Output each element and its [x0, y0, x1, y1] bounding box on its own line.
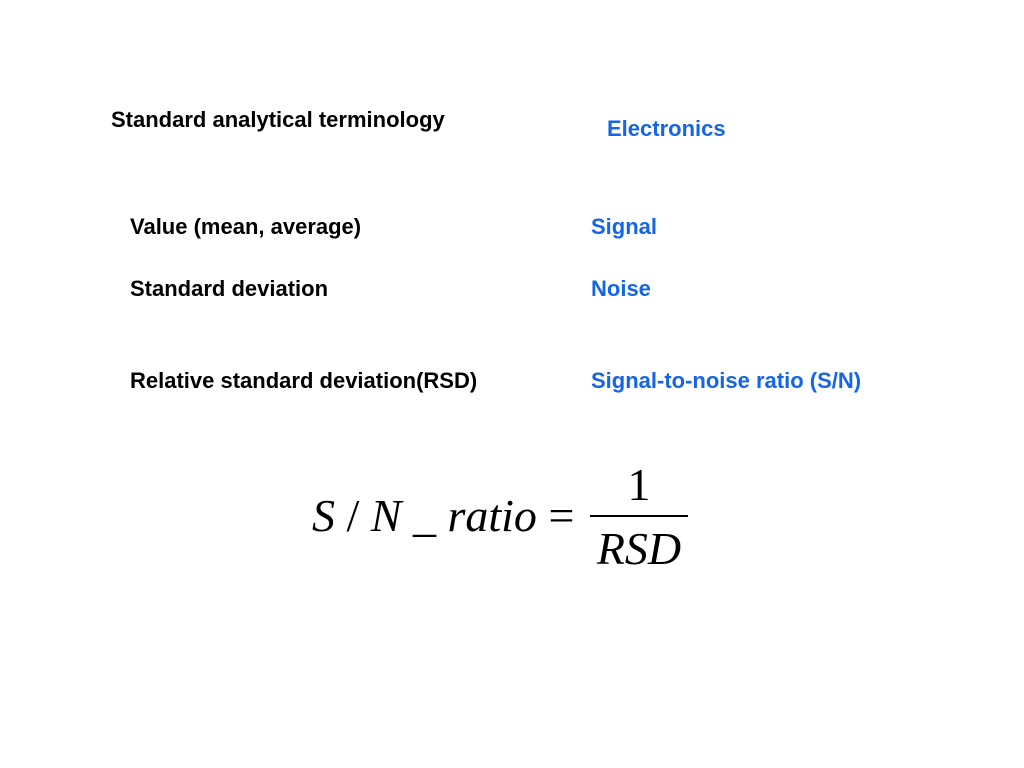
heading-electronics: Electronics [607, 116, 726, 141]
formula-slash: / [335, 490, 371, 541]
term-signal: Signal [591, 214, 658, 239]
formula-underscore: _ [401, 490, 448, 541]
formula-n: N [370, 490, 402, 541]
formula-denominator: RSD [596, 523, 682, 574]
formula-s: S [312, 490, 335, 541]
term-standard-deviation: Standard deviation [130, 276, 329, 301]
sn-ratio-formula: S / N _ ratio = 1 RSD [312, 460, 692, 580]
formula-equals: = [536, 490, 575, 541]
term-rsd: Relative standard deviation(RSD) [130, 368, 478, 393]
term-signal-to-noise: Signal-to-noise ratio (S/N) [591, 368, 862, 393]
heading-analytical-terminology: Standard analytical terminology [111, 107, 445, 132]
formula-fraction-bar [590, 515, 688, 517]
formula-numerator: 1 [627, 459, 651, 510]
term-noise: Noise [591, 276, 651, 301]
formula-lhs: S / N _ ratio = [312, 488, 574, 544]
term-value: Value (mean, average) [130, 214, 362, 239]
formula-fraction: 1 RSD [590, 460, 688, 580]
formula-ratio: ratio [447, 490, 537, 541]
